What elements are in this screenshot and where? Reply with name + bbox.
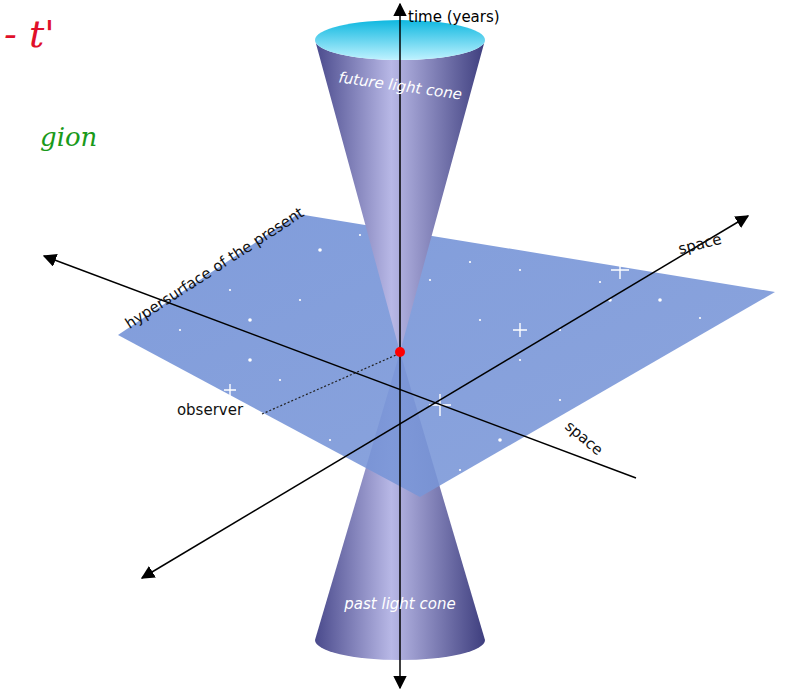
time-axis: [399, 4, 401, 688]
star: [359, 234, 361, 236]
callout-label: observer: [177, 401, 243, 419]
star: [329, 439, 331, 441]
star: [248, 318, 252, 322]
bright-star: [324, 479, 336, 491]
observer-dot: [395, 347, 405, 357]
star: [519, 359, 521, 361]
star: [469, 261, 471, 263]
star: [519, 269, 521, 271]
space-axis: [44, 256, 636, 478]
star: [229, 289, 231, 291]
handwritten-note: - t': [4, 12, 55, 56]
handwritten-note: gion: [40, 122, 97, 152]
star: [599, 281, 601, 283]
star: [318, 248, 322, 252]
space-axis: [142, 216, 748, 578]
bright-star: [611, 261, 629, 279]
star: [248, 358, 252, 362]
star: [699, 339, 701, 341]
star: [479, 319, 481, 321]
star: [658, 298, 662, 302]
star: [349, 479, 351, 481]
star: [179, 329, 181, 331]
star: [279, 379, 281, 381]
star: [498, 438, 502, 442]
leader-line: [262, 355, 396, 414]
bright-star: [513, 323, 527, 337]
star: [639, 379, 641, 381]
star: [699, 317, 701, 319]
axis-label: time (years): [408, 8, 500, 26]
star: [559, 454, 561, 456]
bright-star: [224, 384, 236, 396]
star: [429, 279, 431, 281]
star: [299, 299, 301, 301]
star: [459, 469, 461, 471]
star: [559, 399, 561, 401]
cone-label: past light cone: [344, 595, 455, 613]
stars: [179, 234, 701, 491]
axis-label: space: [676, 230, 723, 258]
